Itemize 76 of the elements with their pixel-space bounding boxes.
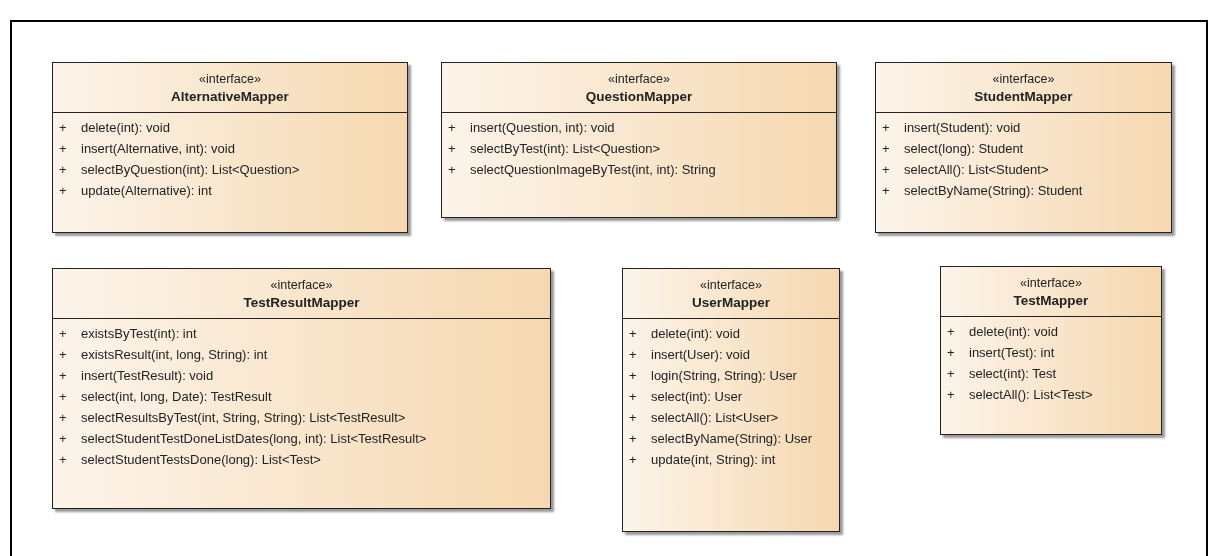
visibility-marker: + <box>59 367 68 385</box>
method-signature: update(int, String): int <box>651 451 776 469</box>
visibility-marker: + <box>59 182 68 200</box>
method-signature: delete(int): void <box>969 323 1058 341</box>
visibility-marker: + <box>882 119 891 137</box>
visibility-marker: + <box>947 365 956 383</box>
method-signature: selectByName(String): User <box>651 430 813 448</box>
interface-class-box <box>940 266 1162 435</box>
method-signature: delete(int): void <box>81 119 170 137</box>
method-signature: insert(Alternative, int): void <box>81 140 235 158</box>
visibility-marker: + <box>947 323 956 341</box>
method-signature: selectResultsByTest(int, String, String): List<TestResult> <box>81 409 406 427</box>
method-signature: existsByTest(int): int <box>81 325 197 343</box>
visibility-marker: + <box>629 409 638 427</box>
visibility-marker: + <box>59 388 68 406</box>
visibility-marker: + <box>59 161 68 179</box>
visibility-marker: + <box>629 388 638 406</box>
class-name: UserMapper <box>692 295 770 310</box>
stereotype-label: «interface» <box>700 278 762 292</box>
method-signature: selectStudentTestDoneListDates(long, int): List<TestResult> <box>81 430 427 448</box>
method-signature: insert(Test): int <box>969 344 1055 362</box>
method-signature: selectAll(): List<Student> <box>904 161 1049 179</box>
method-signature: existsResult(int, long, String): int <box>81 346 268 364</box>
method-signature: selectByName(String): Student <box>904 182 1083 200</box>
interface-class-box <box>441 62 837 218</box>
visibility-marker: + <box>59 409 68 427</box>
visibility-marker: + <box>629 346 638 364</box>
visibility-marker: + <box>59 119 68 137</box>
method-signature: select(long): Student <box>904 140 1024 158</box>
stereotype-label: «interface» <box>608 72 670 86</box>
method-signature: insert(Question, int): void <box>470 119 615 137</box>
visibility-marker: + <box>882 140 891 158</box>
interface-class-box <box>52 268 551 509</box>
method-signature: selectAll(): List<Test> <box>969 386 1093 404</box>
class-name: QuestionMapper <box>585 89 693 104</box>
class-name: TestMapper <box>1013 293 1089 308</box>
visibility-marker: + <box>629 451 638 469</box>
visibility-marker: + <box>448 119 457 137</box>
interface-class-box <box>875 62 1172 233</box>
method-signature: selectStudentTestsDone(long): List<Test> <box>81 451 321 469</box>
stereotype-label: «interface» <box>1020 276 1082 290</box>
interface-class-box <box>622 268 840 532</box>
method-signature: selectByQuestion(int): List<Question> <box>81 161 300 179</box>
class-name: TestResultMapper <box>243 295 360 310</box>
visibility-marker: + <box>448 140 457 158</box>
visibility-marker: + <box>59 451 68 469</box>
visibility-marker: + <box>629 430 638 448</box>
method-signature: update(Alternative): int <box>81 182 212 200</box>
method-signature: select(int, long, Date): TestResult <box>81 388 272 406</box>
visibility-marker: + <box>59 140 68 158</box>
method-signature: select(int): User <box>651 388 743 406</box>
method-signature: delete(int): void <box>651 325 740 343</box>
method-signature: insert(User): void <box>651 346 750 364</box>
method-signature: login(String, String): User <box>651 367 797 385</box>
stereotype-label: «interface» <box>992 72 1055 86</box>
visibility-marker: + <box>947 386 956 404</box>
visibility-marker: + <box>882 161 891 179</box>
visibility-marker: + <box>448 161 457 179</box>
method-signature: insert(Student): void <box>904 119 1021 137</box>
class-name: AlternativeMapper <box>171 89 289 104</box>
method-signature: insert(TestResult): void <box>81 367 214 385</box>
visibility-marker: + <box>882 182 891 200</box>
method-signature: select(int): Test <box>969 365 1057 383</box>
stereotype-label: «interface» <box>199 72 261 86</box>
visibility-marker: + <box>629 367 638 385</box>
visibility-marker: + <box>59 346 68 364</box>
visibility-marker: + <box>629 325 638 343</box>
visibility-marker: + <box>59 325 68 343</box>
stereotype-label: «interface» <box>270 278 333 292</box>
interface-class-box <box>52 62 408 233</box>
method-signature: selectByTest(int): List<Question> <box>470 140 661 158</box>
visibility-marker: + <box>947 344 956 362</box>
method-signature: selectQuestionImageByTest(int, int): String <box>470 161 716 179</box>
class-name: StudentMapper <box>974 89 1073 104</box>
visibility-marker: + <box>59 430 68 448</box>
method-signature: selectAll(): List<User> <box>651 409 779 427</box>
